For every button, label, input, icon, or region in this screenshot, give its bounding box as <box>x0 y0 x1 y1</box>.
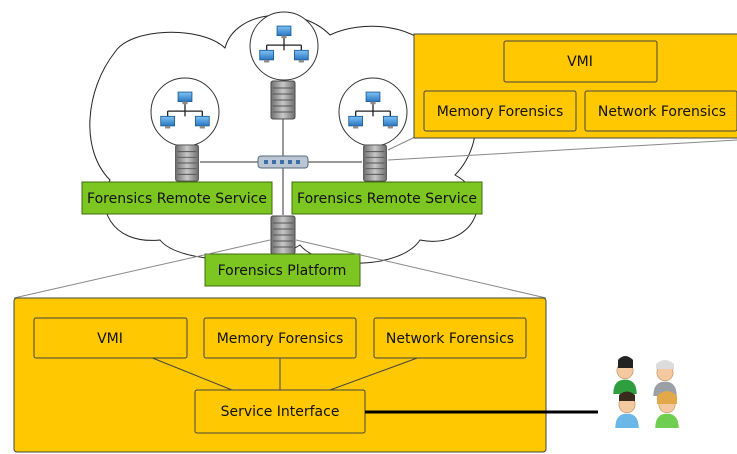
remote-service-right: Forensics Remote Service <box>291 181 483 215</box>
remote-vmi-box <box>503 40 658 83</box>
remote-service-left: Forensics Remote Service <box>81 181 273 215</box>
forensics-platform: Forensics Platform <box>204 253 361 287</box>
switch-icon <box>257 155 309 169</box>
network-circle-top <box>249 11 319 81</box>
remote-memory-label: Memory Forensics <box>437 104 564 120</box>
remote-network-label: Network Forensics <box>598 104 726 120</box>
network-circle-left <box>150 77 220 147</box>
server-icon <box>270 80 296 120</box>
network-circle-right <box>338 77 408 147</box>
platform-analysis-panel: VMI Memory Forensics Network Forensics S… <box>13 297 547 453</box>
server-icon <box>175 144 199 182</box>
vmi-box <box>33 317 188 359</box>
remote-service-right-label: Forensics Remote Service <box>297 191 477 207</box>
cloud-links <box>200 110 362 215</box>
panel-links <box>149 356 421 391</box>
person-icon <box>614 396 640 428</box>
server-icon <box>363 144 387 182</box>
platform-panel-callout <box>13 239 547 299</box>
network-forensics-label: Network Forensics <box>386 331 514 347</box>
remote-service-left-label: Forensics Remote Service <box>87 191 267 207</box>
vmi-label: VMI <box>97 331 123 347</box>
remote-panel-callout <box>387 136 737 161</box>
service-interface-label: Service Interface <box>221 404 340 420</box>
memory-forensics-box <box>203 317 357 359</box>
users-group-icon <box>612 356 680 428</box>
network-forensics-box <box>373 317 527 359</box>
remote-network-box <box>584 90 737 132</box>
remote-analysis-panel: VMI Memory Forensics Network Forensics <box>413 33 737 139</box>
memory-forensics-label: Memory Forensics <box>217 331 344 347</box>
remote-memory-box <box>423 90 577 132</box>
forensics-platform-label: Forensics Platform <box>218 263 347 279</box>
remote-vmi-label: VMI <box>567 54 593 70</box>
server-icon <box>270 215 296 255</box>
